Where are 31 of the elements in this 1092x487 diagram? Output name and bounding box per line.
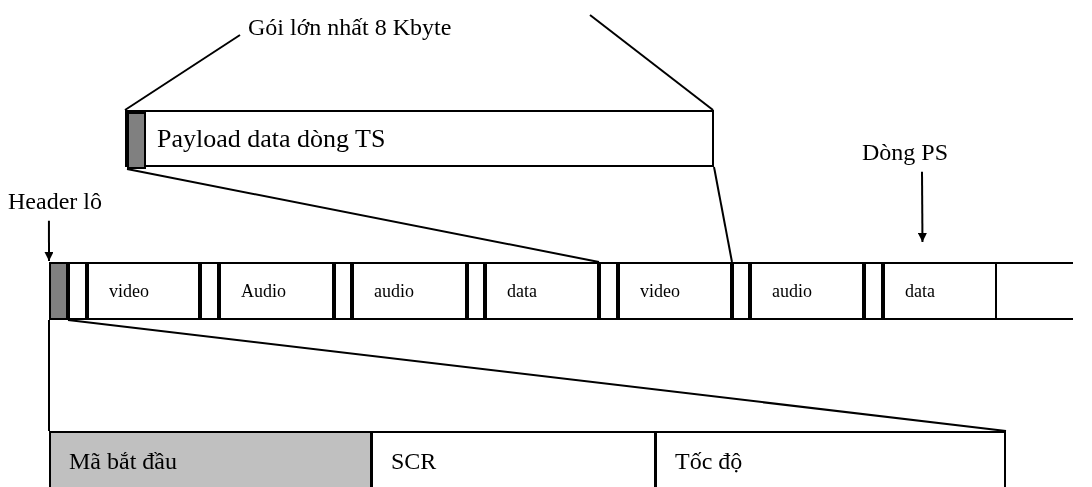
size-note: Gói lớn nhất 8 Kbyte: [248, 14, 452, 41]
separator-cell: [334, 262, 352, 320]
stream-cell: Audio: [219, 262, 334, 320]
separator-cell: [467, 262, 485, 320]
packet-box: [125, 110, 714, 167]
header-block: [127, 112, 146, 169]
stream-cell: audio: [750, 262, 864, 320]
header-block: [49, 262, 68, 320]
zoom-line: [48, 319, 50, 432]
separator-cell: [200, 262, 219, 320]
payload-label: Payload data dòng TS: [157, 124, 386, 154]
arrow: [44, 219, 54, 262]
separator-cell: [864, 262, 883, 320]
zoom-line: [67, 319, 1007, 432]
stream-cell: audio: [352, 262, 467, 320]
separator-cell: [599, 262, 618, 320]
caption-text: Header lô: [8, 183, 138, 219]
stream-bar: [49, 262, 1073, 320]
separator-cell: [68, 262, 87, 320]
separator-cell: [732, 262, 750, 320]
stream-cell: data: [883, 262, 997, 320]
stream-cell: video: [618, 262, 732, 320]
field-cell: SCR: [371, 431, 656, 487]
zoom-line: [126, 168, 600, 263]
field-cell: Tốc độ: [655, 431, 1006, 487]
caption-text: Dòng PS: [862, 134, 982, 170]
stream-cell: data: [485, 262, 599, 320]
arrow: [917, 170, 927, 243]
field-cell: Mã bắt đầu: [49, 431, 372, 487]
zoom-line: [713, 166, 733, 263]
stream-cell: video: [87, 262, 200, 320]
